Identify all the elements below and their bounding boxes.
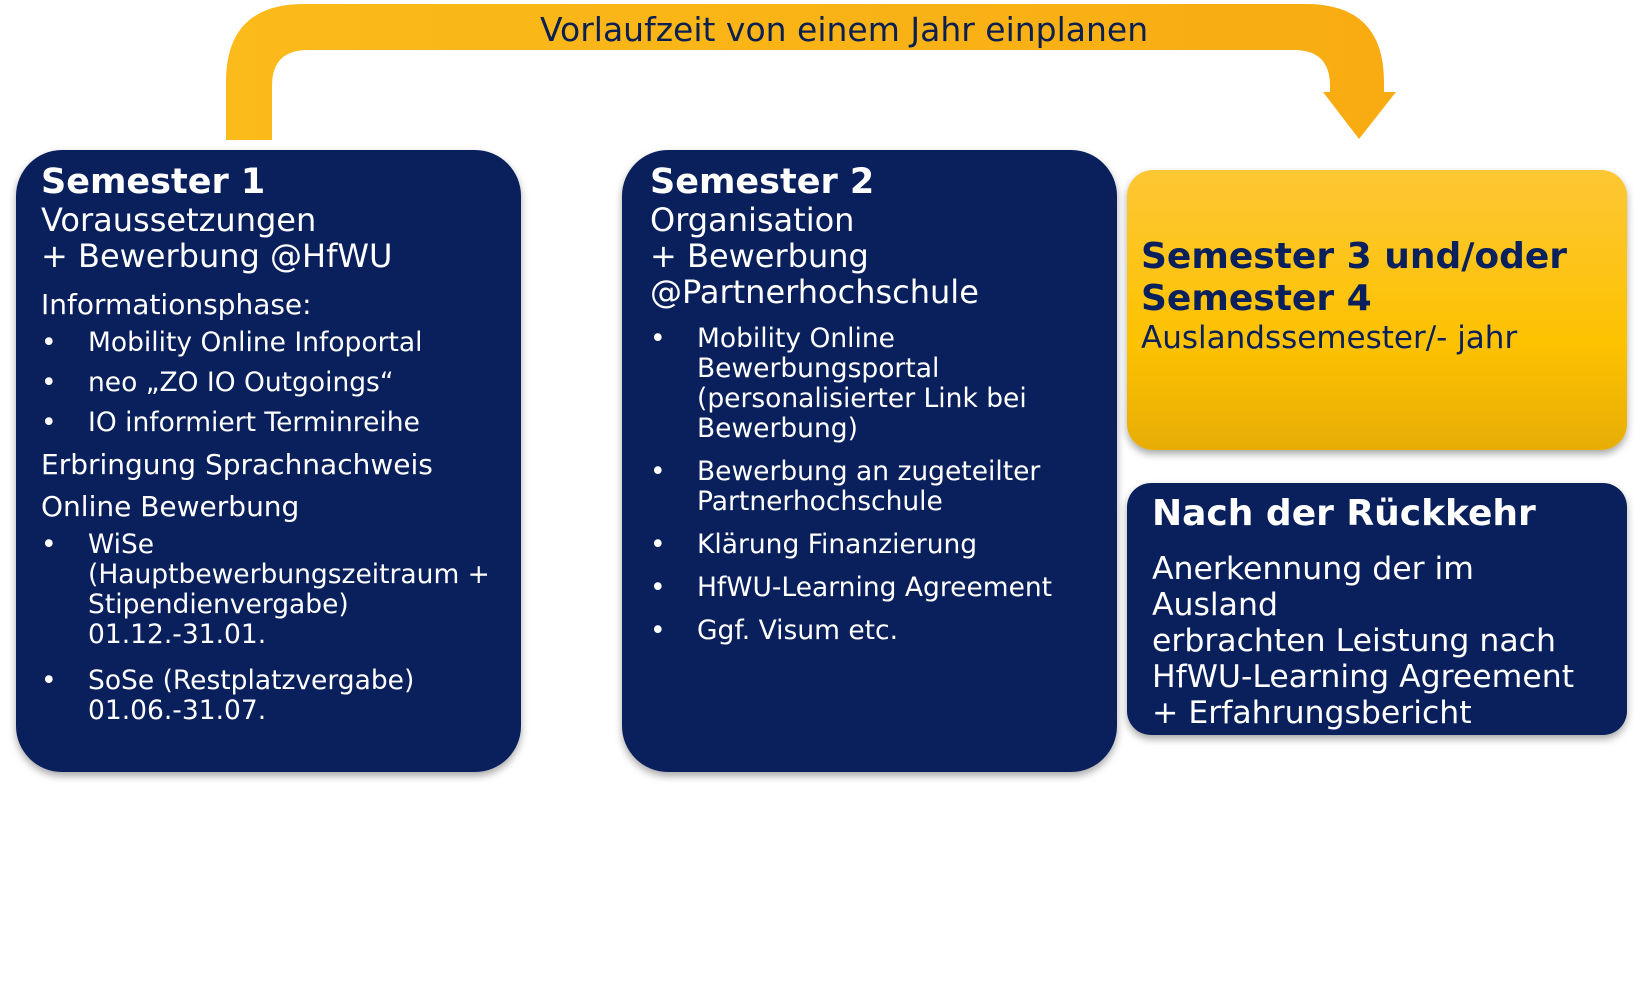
arrow-label: Vorlaufzeit von einem Jahr einplanen: [540, 10, 1149, 49]
list-item: SoSe (Restplatzvergabe) 01.06.-31.07.: [41, 666, 501, 726]
arrow-shaft: [226, 4, 1384, 140]
list-item: Klärung Finanzierung: [650, 530, 1097, 561]
list-item: HfWU-Learning Agreement: [650, 573, 1097, 604]
semester-2-subtitle-line3: @Partnerhochschule: [650, 273, 979, 311]
arrow-head-icon: [1323, 92, 1396, 139]
online-application-heading: Online Bewerbung: [41, 490, 300, 523]
list-item: Ggf. Visum etc.: [650, 616, 1097, 647]
online-application-list: WiSe (Hauptbewerbungszeitraum + Stipendi…: [41, 530, 501, 726]
semester-2-list: Mobility Online Bewerbungsportal (person…: [650, 324, 1097, 647]
semester-2-title: Semester 2: [650, 162, 875, 202]
return-line3: HfWU-Learning Agreement: [1152, 659, 1575, 695]
semester-3-subtitle: Auslandssemester/- jahr: [1141, 320, 1518, 356]
semester-2-subtitle-line1: Organisation: [650, 201, 855, 239]
language-proof-heading: Erbringung Sprachnachweis: [41, 448, 433, 481]
semester-2-box: Semester 2 Organisation + Bewerbung @Par…: [622, 150, 1117, 772]
semester-3-title-line1: Semester 3 und/oder: [1141, 236, 1568, 277]
timeline-arrow: [226, 4, 1396, 140]
semester-3-title-line2: Semester 4: [1141, 278, 1372, 319]
info-phase-heading: Informationsphase:: [41, 288, 312, 321]
list-item: WiSe (Hauptbewerbungszeitraum + Stipendi…: [41, 530, 501, 650]
info-phase-list: Mobility Online Infoportal neo „ZO IO Ou…: [41, 328, 501, 439]
list-item: IO informiert Terminreihe: [41, 408, 501, 439]
return-line1: Anerkennung der im Ausland: [1152, 551, 1474, 623]
list-item: Bewerbung an zugeteilter Partnerhochschu…: [650, 457, 1097, 517]
semester-1-subtitle-line2: + Bewerbung @HfWU: [41, 237, 393, 275]
semester-1-subtitle-line1: Voraussetzungen: [41, 201, 317, 239]
semester-2-subtitle-line2: + Bewerbung: [650, 237, 869, 275]
semester-3-box: Semester 3 und/oder Semester 4 Auslandss…: [1127, 170, 1627, 450]
list-item: Mobility Online Bewerbungsportal (person…: [650, 324, 1097, 444]
semester-1-title: Semester 1: [41, 162, 266, 202]
list-item: neo „ZO IO Outgoings“: [41, 368, 501, 399]
return-title: Nach der Rückkehr: [1152, 493, 1536, 534]
return-line4: + Erfahrungsbericht: [1152, 695, 1472, 731]
return-box: Nach der Rückkehr Anerkennung der im Aus…: [1127, 483, 1627, 735]
return-line2: erbrachten Leistung nach: [1152, 623, 1556, 659]
list-item: Mobility Online Infoportal: [41, 328, 501, 359]
semester-1-box: Semester 1 Voraussetzungen + Bewerbung @…: [16, 150, 521, 772]
